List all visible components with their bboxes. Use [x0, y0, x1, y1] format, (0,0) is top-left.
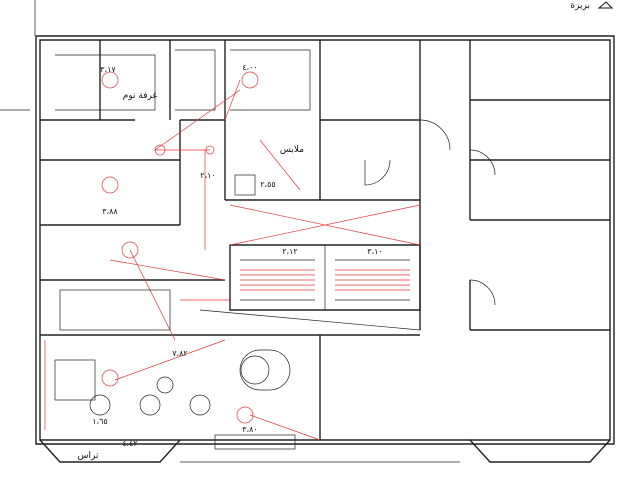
plan-header: بريزة: [570, 1, 614, 11]
dim-terrace-width: ١،٦٥: [92, 417, 107, 426]
triangle-icon: [597, 1, 614, 9]
dim-small-a: ٢،٥٥: [260, 180, 275, 189]
dim-hall-width: ٧،٨٢: [172, 349, 187, 358]
dim-stair-width: ٢،١٢: [282, 247, 297, 256]
dim-right-bedroom-width: ٤،٠٠: [242, 63, 257, 72]
furniture: [54, 174, 296, 450]
outer-walls: [0, 0, 615, 463]
staircase: [229, 244, 421, 311]
room-label-terrace: تراس: [78, 451, 99, 461]
electrical-wiring: [44, 79, 421, 441]
dim-small-b: ٣،١٠: [367, 247, 382, 256]
header-title: بريزة: [570, 1, 590, 11]
room-label-bedroom: غرفة نوم: [123, 91, 158, 101]
dim-bedroom2-width: ٣،٨٨: [102, 207, 118, 216]
dim-small-c: ٤،٤٢: [122, 439, 137, 448]
room-label-clothes: ملابس: [280, 145, 304, 155]
dim-bedroom-width: ٣،١٧: [100, 65, 116, 74]
light-fixtures: [101, 71, 259, 424]
dim-clothes-width: ٢،١٠: [200, 171, 215, 180]
dim-salon-width: ٣،٨٠: [242, 425, 257, 434]
doors: [199, 119, 496, 331]
